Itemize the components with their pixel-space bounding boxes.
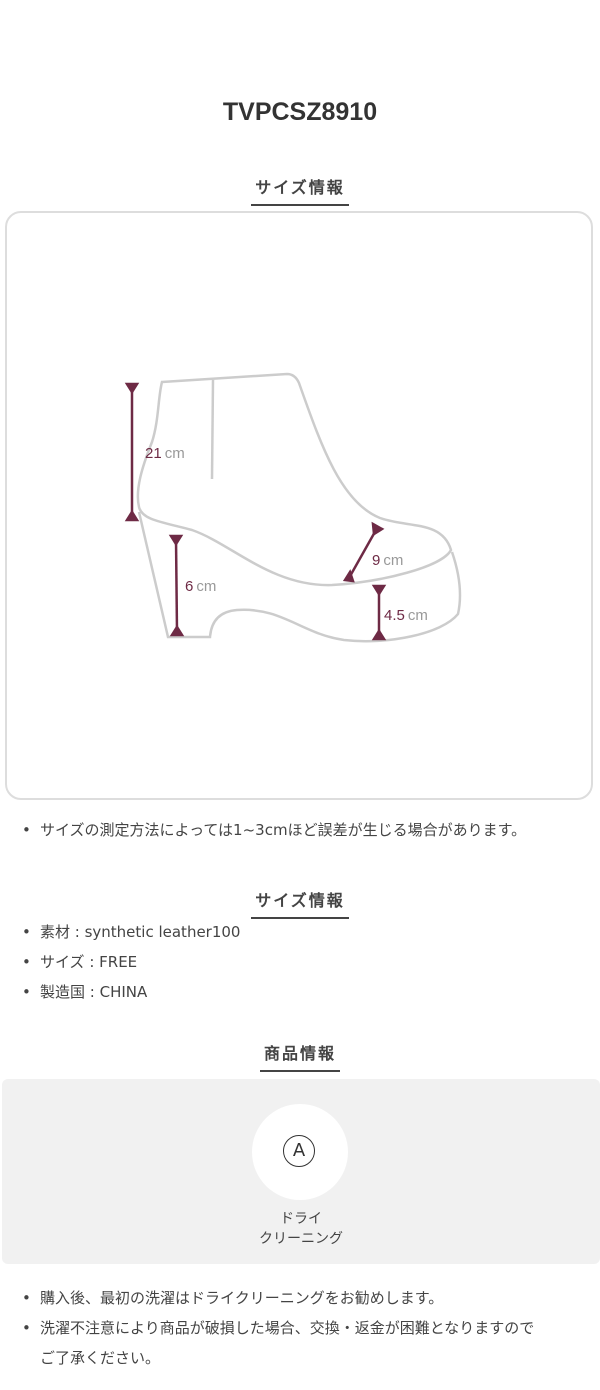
care-note: 購入後、最初の洗濯はドライクリーニングをお勧めします。 <box>22 1283 534 1313</box>
care-icon-circle: A <box>252 1104 348 1200</box>
svg-text:4.5cm: 4.5cm <box>384 607 428 624</box>
care-note: 洗濯不注意により商品が破損した場合、交換・返金が困難となりますので <box>22 1313 534 1343</box>
svg-text:9cm: 9cm <box>372 552 403 569</box>
boot-outline <box>136 372 462 643</box>
product-info-heading: 商品情報 <box>0 1040 600 1072</box>
size-info-heading: サイズ情報 <box>0 174 600 206</box>
svg-text:6cm: 6cm <box>185 578 216 595</box>
dry-clean-icon: A <box>283 1135 315 1167</box>
size-note-list: サイズの測定方法によっては1~3cmほど誤差が生じる場合があります。 <box>0 815 526 845</box>
shaft-height-measure <box>124 382 140 522</box>
heel-height-measure <box>168 534 185 637</box>
platform-height-measure <box>371 584 387 641</box>
spec-size: サイズ : FREE <box>22 947 240 977</box>
spec-origin: 製造国 : CHINA <box>22 977 240 1007</box>
spec-heading: サイズ情報 <box>0 887 600 919</box>
size-note: サイズの測定方法によっては1~3cmほど誤差が生じる場合があります。 <box>22 815 526 845</box>
toe-width-measure <box>342 521 385 583</box>
spec-material: 素材 : synthetic leather100 <box>22 917 240 947</box>
spec-list: 素材 : synthetic leather100 サイズ : FREE 製造国… <box>0 917 240 1007</box>
product-code: TVPCSZ8910 <box>222 98 378 126</box>
care-note-continued: ご了承ください。 <box>40 1349 161 1367</box>
care-panel: A ドライ クリーニング <box>2 1079 600 1264</box>
care-notes: 購入後、最初の洗濯はドライクリーニングをお勧めします。 洗濯不注意により商品が破… <box>0 1283 534 1373</box>
care-label: ドライ クリーニング <box>259 1211 343 1247</box>
